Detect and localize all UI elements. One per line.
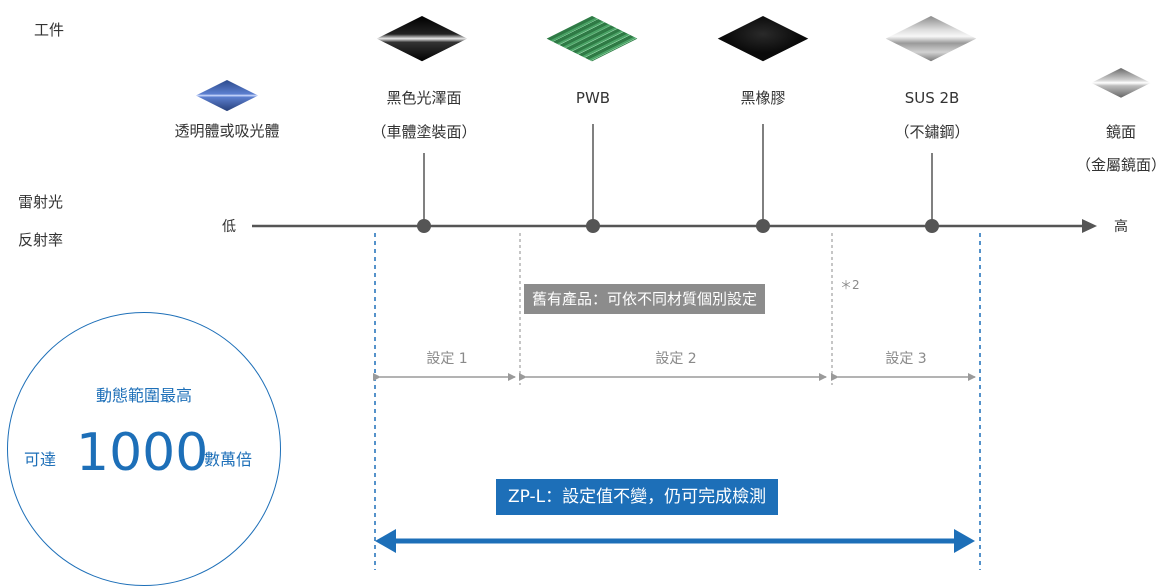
footnote-mark: ＊2	[840, 278, 860, 292]
dynamic-range-suffix: 數萬倍	[204, 450, 253, 469]
zpl-arrowhead-left	[375, 529, 396, 553]
dot-sus	[925, 219, 939, 233]
workpiece-label: 工件	[34, 21, 65, 39]
zpl-arrowhead-right	[954, 529, 975, 553]
reflectance-diagram	[252, 124, 1097, 570]
material-black-rubber-label: 黑橡膠	[740, 89, 786, 107]
reflectance-label-line1: 雷射光	[18, 193, 64, 211]
material-sus-sublabel: （不鏽鋼）	[894, 123, 970, 141]
setting-2-label: 設定 2	[655, 351, 697, 367]
dot-black-rubber	[756, 219, 770, 233]
dot-black-gloss	[417, 219, 431, 233]
axis-high-label: 高	[1114, 219, 1128, 235]
axis-arrowhead	[1082, 219, 1097, 233]
legacy-product-banner: 舊有產品：可依不同材質個別設定	[524, 284, 766, 314]
material-mirror-sublabel: （金屬鏡面）	[1075, 156, 1167, 174]
dot-pwb	[586, 219, 600, 233]
material-black-gloss-label: 黑色光澤面	[386, 89, 462, 107]
dynamic-range-value: 1000	[76, 423, 209, 483]
material-sus-label: SUS 2B	[904, 89, 960, 107]
material-pwb-label: PWB	[575, 89, 611, 107]
axis-low-label: 低	[222, 219, 236, 235]
material-black-gloss-sublabel: （車體塗裝面）	[371, 123, 477, 141]
setting-1-label: 設定 1	[426, 351, 468, 367]
dynamic-range-prefix: 可達	[24, 450, 57, 469]
dynamic-range-title: 動態範圍最高	[95, 386, 193, 405]
zpl-banner: ZP-L：設定值不變，仍可完成檢測	[496, 479, 779, 515]
material-transparent-label: 透明體或吸光體	[174, 122, 280, 140]
material-mirror-label: 鏡面	[1105, 123, 1137, 141]
setting-3-label: 設定 3	[885, 351, 927, 367]
reflectance-label-line2: 反射率	[18, 231, 64, 249]
